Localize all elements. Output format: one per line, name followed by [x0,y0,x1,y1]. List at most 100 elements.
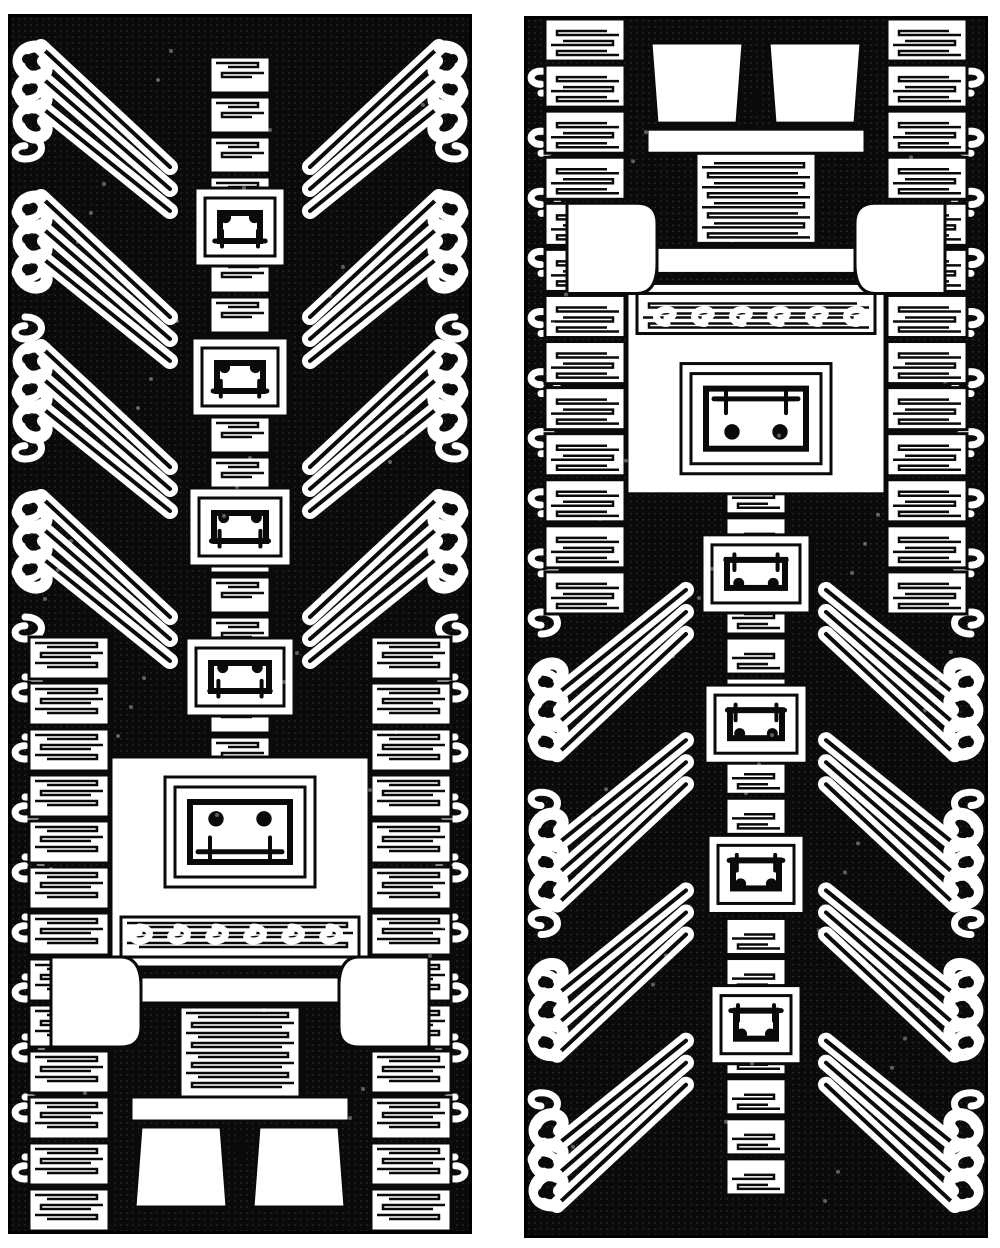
leg-left [133,1125,229,1209]
face-eye-left [219,362,231,374]
spine-glyph [208,415,272,455]
torso-glyph [178,1005,302,1099]
side-column-glyph-right [543,155,627,201]
face-eye-right [250,512,262,524]
side-column-glyph-left [27,635,111,681]
side-column-glyph-left [885,570,969,616]
left-stela-drawing [11,17,469,1231]
right-stela-drawing [527,19,985,1235]
spine-glyph [208,575,272,615]
side-column-glyph-left [27,727,111,773]
side-column-glyph-right [543,109,627,155]
mouth-band [119,915,361,959]
face-eye-right [256,811,272,827]
face-eye-left [765,878,777,890]
stacked-face-4 [184,636,296,718]
side-column-glyph-left [27,911,111,957]
feather-ray-left [12,549,178,669]
side-column-glyph-left [885,432,969,478]
belt [655,245,857,275]
arm-left [49,955,143,1049]
face-eye-left [766,728,778,740]
face-eye-right [735,878,747,890]
side-column-glyph-right [369,635,453,681]
side-column-glyph-left [27,865,111,911]
feather-ray-right [528,581,694,703]
spine-glyph [208,135,272,175]
side-column-glyph-left [885,524,969,570]
spine-glyph [724,1117,788,1157]
side-column-glyph-left [885,155,969,201]
mouth-curl [767,305,791,328]
side-column-glyph-right [543,293,627,340]
main-face [163,775,317,889]
side-column-glyph-right [543,478,627,524]
side-column-glyph-right [543,340,627,386]
side-column-glyph-right [543,570,627,616]
feather-ray-right [528,882,694,1003]
mouth-curl [653,305,677,328]
mouth-curl [729,305,753,328]
face-eye-left [764,1028,776,1040]
feather-ray-left [12,249,178,369]
feather-ray-left [12,399,178,519]
border-curl-right [435,673,469,703]
mouth-curl [805,305,829,328]
waist-band [645,127,867,155]
spine-glyph [724,1077,788,1117]
side-column-glyph-left [885,19,969,63]
mouth-curl [129,923,153,945]
side-column-glyph-right [369,773,453,819]
center-diamond [748,87,764,118]
mouth-curl [319,923,343,945]
side-column-glyph-right [543,432,627,478]
spine-glyph [724,916,788,957]
feather-ray-right [302,519,468,647]
spine-glyph [208,295,272,335]
side-column-glyph-right [369,1187,453,1231]
side-column-glyph-left [885,109,969,155]
side-column-glyph-right [369,681,453,727]
face-eye-left [208,811,224,827]
face-eye-right [248,212,260,224]
feather-ray-left [818,882,984,1003]
face-eye-left [217,662,229,674]
spine-glyph [208,95,272,135]
side-column-glyph-right [369,1141,453,1187]
arm-left [853,201,947,295]
side-column-glyph-left [885,340,969,386]
arm-right [565,201,659,295]
border-curl-left [951,548,985,578]
side-column-glyph-right [369,1049,453,1095]
face-eye-right [724,424,740,440]
arm-right [337,955,431,1049]
belt [139,975,341,1005]
feather-ray-right [302,219,468,347]
leg-right [251,1125,347,1209]
side-column-glyph-right [369,865,453,911]
main-face [679,362,833,476]
side-column-glyph-left [885,63,969,109]
side-column-glyph-right [369,727,453,773]
face-eye-left [767,577,779,589]
mouth-curl [691,305,715,328]
side-column-glyph-left [27,819,111,865]
border-curl-right [435,613,469,643]
side-column-glyph-left [885,478,969,524]
side-column-glyph-left [27,1187,111,1231]
right-stela-panel [524,16,988,1238]
border-curl-right [435,313,469,343]
stacked-face-2 [706,833,806,915]
face-eye-left [218,512,230,524]
border-curl-right [527,608,561,638]
feather-ray-left [818,581,984,703]
side-column-glyph-left [885,293,969,340]
stacked-face-4 [700,533,812,615]
left-stela-panel [8,14,472,1234]
side-column-glyph-right [543,524,627,570]
side-column-glyph-right [369,1095,453,1141]
feather-ray-right [302,399,468,519]
feather-ray-right [302,549,468,669]
feather-ray-right [528,1032,694,1153]
